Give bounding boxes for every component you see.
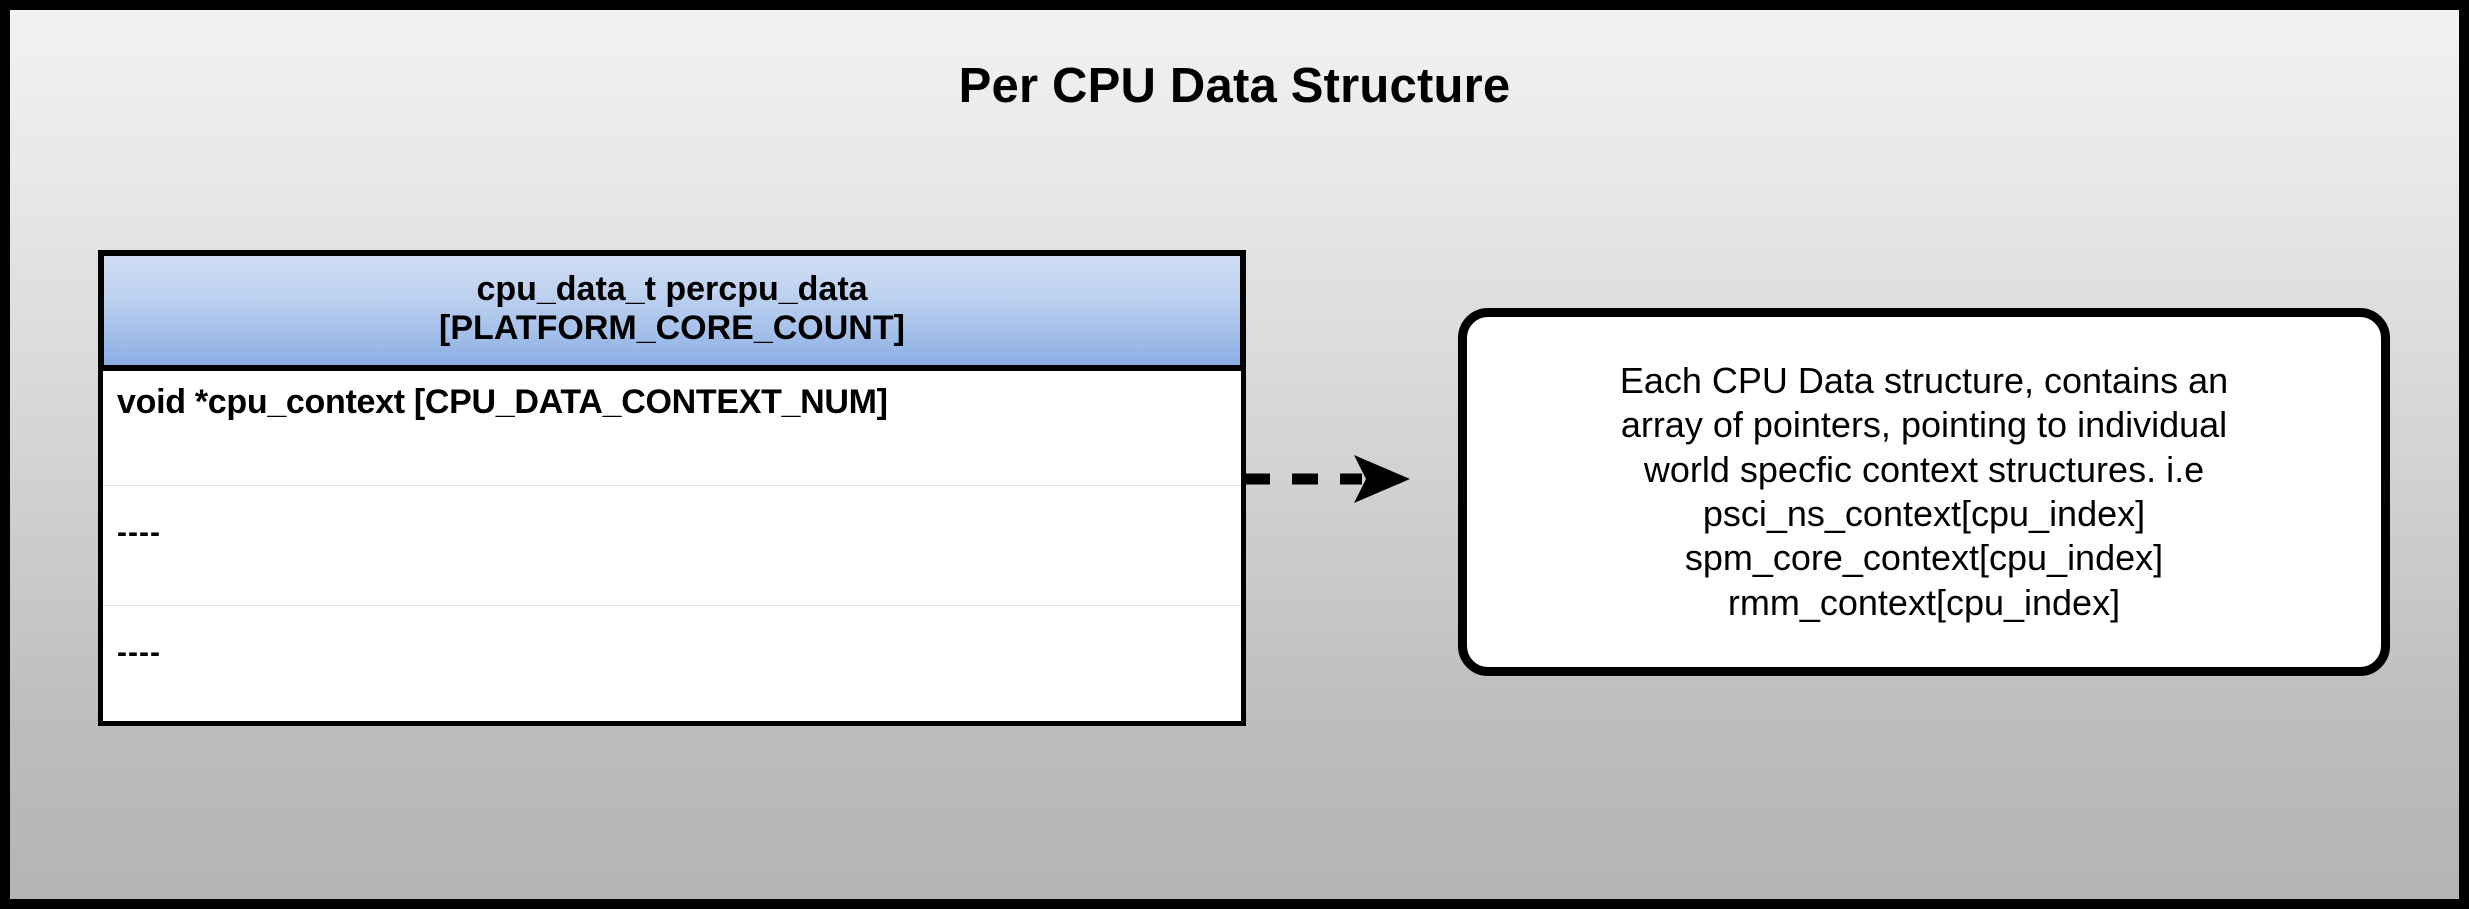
callout-note-text: Each CPU Data structure, contains an arr… <box>1598 359 2250 626</box>
table-row: ---- <box>103 605 1241 721</box>
table-row: ---- <box>103 485 1241 606</box>
struct-table-header: cpu_data_t percpu_data [PLATFORM_CORE_CO… <box>98 250 1246 371</box>
dashed-arrow-icon <box>1244 455 1410 503</box>
struct-header-line-1: cpu_data_t percpu_data <box>476 270 868 308</box>
callout-line-6: rmm_context[cpu_index] <box>1727 581 2121 623</box>
callout-line-1: Each CPU Data structure, contains an <box>1619 359 2229 401</box>
struct-header-line-2: [PLATFORM_CORE_COUNT] <box>439 309 905 348</box>
callout-line-4: psci_ns_context[cpu_index] <box>1702 493 2146 534</box>
callout-note-box: Each CPU Data structure, contains an arr… <box>1458 308 2390 676</box>
callout-line-5: spm_core_context[cpu_index] <box>1684 537 2164 579</box>
struct-table-body: void *cpu_context [CPU_DATA_CONTEXT_NUM]… <box>98 370 1246 726</box>
callout-line-3: world specfic context structures. i.e <box>1643 448 2205 490</box>
callout-line-2: array of pointers, pointing to individua… <box>1620 404 2228 446</box>
struct-field-placeholder-2: ---- <box>117 635 161 669</box>
arrow-head <box>1354 455 1410 503</box>
table-row: void *cpu_context [CPU_DATA_CONTEXT_NUM] <box>103 370 1241 486</box>
struct-field-placeholder-1: ---- <box>117 515 161 549</box>
struct-field-cpu-context: void *cpu_context [CPU_DATA_CONTEXT_NUM] <box>117 382 888 421</box>
page-title: Per CPU Data Structure <box>958 59 1511 113</box>
percpu-data-struct-table: cpu_data_t percpu_data [PLATFORM_CORE_CO… <box>98 250 1246 726</box>
